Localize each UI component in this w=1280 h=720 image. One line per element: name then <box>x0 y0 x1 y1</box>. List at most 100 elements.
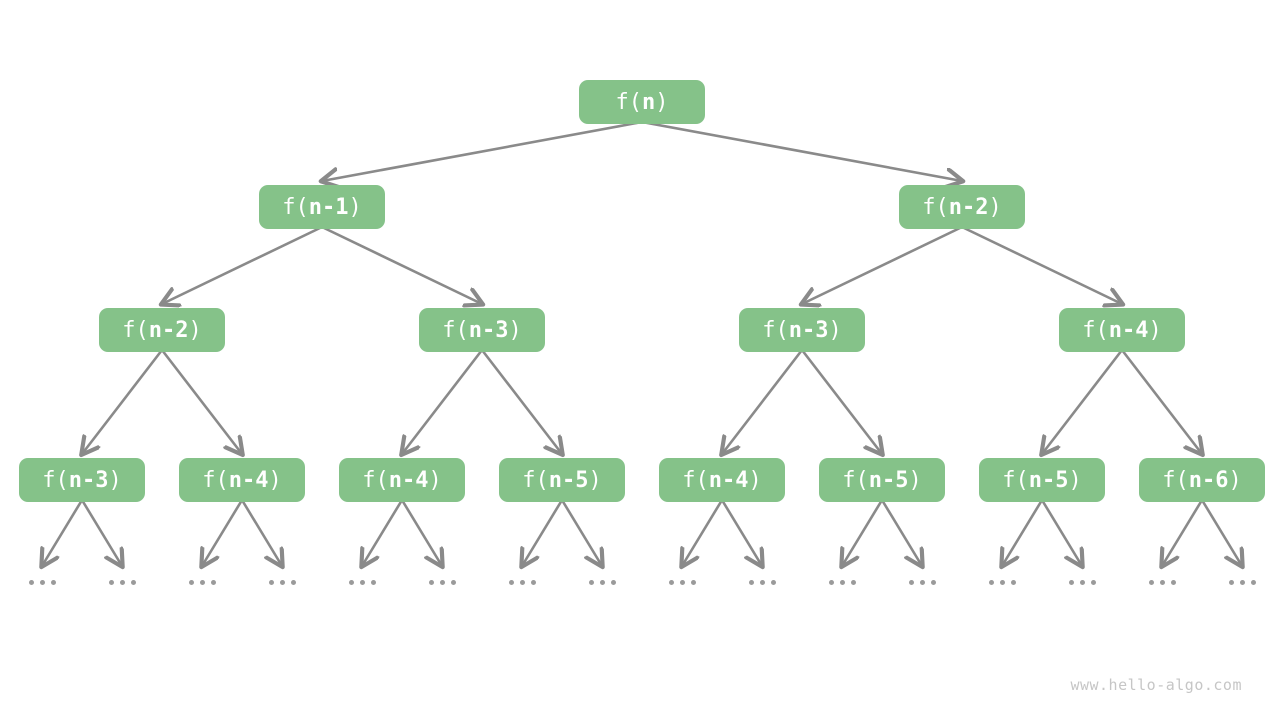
ellipsis-dot <box>349 580 354 585</box>
ellipsis-leaf <box>1229 580 1256 585</box>
ellipsis-dot <box>749 580 754 585</box>
ellipsis-dot <box>1069 580 1074 585</box>
node-label-pre: f( <box>615 89 643 115</box>
ellipsis-leaf <box>429 580 456 585</box>
node-label-bold: n-2 <box>948 194 989 220</box>
ellipsis-dot <box>840 580 845 585</box>
node-label-post: ) <box>1068 467 1082 493</box>
tree-edge-arrow <box>880 499 922 566</box>
tree-edge-arrow <box>1120 349 1202 454</box>
tree-node: f(n-5) <box>819 458 945 502</box>
tree-edge-arrow <box>720 499 762 566</box>
tree-node: f(n-3) <box>419 308 545 352</box>
tree-node: f(n-4) <box>659 458 785 502</box>
ellipsis-dot <box>360 580 365 585</box>
node-label-bold: n-4 <box>388 467 429 493</box>
node-label-pre: f( <box>682 467 709 493</box>
node-label-post: ) <box>108 467 122 493</box>
ellipsis-leaf <box>349 580 376 585</box>
tree-edge-arrow <box>162 225 323 304</box>
ellipsis-dot <box>1091 580 1096 585</box>
node-label-bold: n-2 <box>148 317 189 343</box>
tree-edge-arrow <box>82 349 164 454</box>
ellipsis-dot <box>600 580 605 585</box>
ellipsis-dot <box>1171 580 1176 585</box>
tree-edge-arrow <box>802 225 963 304</box>
ellipsis-dot <box>1240 580 1245 585</box>
node-label-post: ) <box>988 194 1002 220</box>
ellipsis-dot <box>451 580 456 585</box>
ellipsis-leaf <box>109 580 136 585</box>
node-label-pre: f( <box>922 194 949 220</box>
tree-edge-arrow <box>160 349 242 454</box>
ellipsis-dot <box>989 580 994 585</box>
tree-edge-arrow <box>800 349 882 454</box>
tree-edge-arrow <box>402 349 484 454</box>
tree-edge-arrow <box>560 499 602 566</box>
node-label-post: ) <box>428 467 442 493</box>
ellipsis-dot <box>1080 580 1085 585</box>
node-label-pre: f( <box>122 317 149 343</box>
tree-edge-arrow <box>202 499 244 566</box>
ellipsis-leaf <box>909 580 936 585</box>
ellipsis-dot <box>680 580 685 585</box>
ellipsis-leaf <box>189 580 216 585</box>
tree-edge-arrow <box>522 499 564 566</box>
ellipsis-leaf <box>589 580 616 585</box>
node-label-post: ) <box>268 467 282 493</box>
tree-edge-arrow <box>1200 499 1242 566</box>
node-label-bold: n-4 <box>228 467 269 493</box>
ellipsis-dot <box>520 580 525 585</box>
tree-node: f(n-4) <box>339 458 465 502</box>
tree-edge-arrow <box>362 499 404 566</box>
tree-edge-arrow <box>480 349 562 454</box>
node-label-post: ) <box>188 317 202 343</box>
ellipsis-dot <box>829 580 834 585</box>
ellipsis-dot <box>931 580 936 585</box>
node-label-bold: n-4 <box>1108 317 1149 343</box>
ellipsis-dot <box>771 580 776 585</box>
node-label-post: ) <box>655 89 669 115</box>
ellipsis-dot <box>1011 580 1016 585</box>
node-label-bold: n-3 <box>468 317 509 343</box>
ellipsis-dot <box>760 580 765 585</box>
tree-edge-arrow <box>682 499 724 566</box>
tree-edge-arrow <box>842 499 884 566</box>
node-label-pre: f( <box>362 467 389 493</box>
tree-node: f(n-5) <box>499 458 625 502</box>
ellipsis-leaf <box>509 580 536 585</box>
node-label-bold: n <box>642 89 656 115</box>
ellipsis-leaf <box>829 580 856 585</box>
node-label-post: ) <box>748 467 762 493</box>
ellipsis-leaf <box>749 580 776 585</box>
tree-edge-arrow <box>722 349 804 454</box>
tree-edge-arrow <box>1040 499 1082 566</box>
ellipsis-leaf <box>1149 580 1176 585</box>
tree-edge-arrow <box>641 120 962 181</box>
tree-edge-arrow <box>240 499 282 566</box>
tree-edge-arrow <box>1042 349 1124 454</box>
node-label-bold: n-5 <box>868 467 909 493</box>
ellipsis-dot <box>211 580 216 585</box>
watermark: www.hello-algo.com <box>1070 676 1242 694</box>
tree-node: f(n) <box>579 80 705 124</box>
node-label-pre: f( <box>202 467 229 493</box>
ellipsis-leaf <box>669 580 696 585</box>
ellipsis-dot <box>1149 580 1154 585</box>
node-label-bold: n-5 <box>548 467 589 493</box>
node-label-post: ) <box>348 194 362 220</box>
node-label-bold: n-4 <box>708 467 749 493</box>
node-label-post: ) <box>508 317 522 343</box>
node-label-pre: f( <box>1082 317 1109 343</box>
tree-node: f(n-3) <box>19 458 145 502</box>
ellipsis-dot <box>51 580 56 585</box>
node-label-bold: n-3 <box>788 317 829 343</box>
tree-edge-arrow <box>400 499 442 566</box>
ellipsis-dot <box>291 580 296 585</box>
node-label-bold: n-3 <box>68 467 109 493</box>
node-label-pre: f( <box>762 317 789 343</box>
ellipsis-dot <box>131 580 136 585</box>
node-label-pre: f( <box>42 467 69 493</box>
tree-edge-arrow <box>322 120 643 181</box>
